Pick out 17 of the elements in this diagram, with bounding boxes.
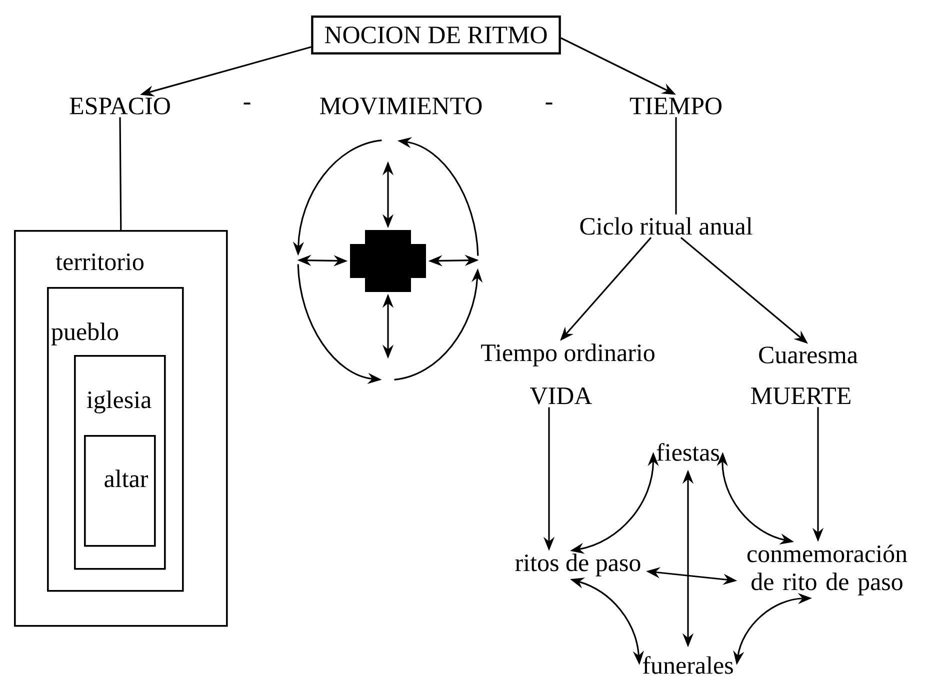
separator-dash: - — [546, 102, 552, 104]
concept-label: ESPACIO — [70, 98, 170, 114]
concept-label: MOVIMIENTO — [320, 98, 482, 114]
concept-label: Cuaresma — [759, 346, 858, 364]
title-box: NOCION DE RITMO — [311, 16, 561, 54]
concept-label: conmemoración de rito de paso — [747, 544, 908, 596]
concept-label: ritos de paso — [515, 554, 640, 576]
concept-label: VIDA — [530, 388, 592, 404]
concept-label: Tiempo ordinario — [481, 344, 654, 366]
nested-box: altar — [84, 435, 156, 547]
concept-label: funerales — [642, 656, 733, 674]
concept-label: fiestas — [656, 443, 720, 461]
cross-shape — [350, 230, 426, 292]
concept-label: MUERTE — [751, 388, 850, 404]
concept-label: Ciclo ritual anual — [580, 217, 752, 235]
concept-label: TIEMPO — [630, 98, 722, 114]
separator-dash: - — [244, 102, 250, 104]
